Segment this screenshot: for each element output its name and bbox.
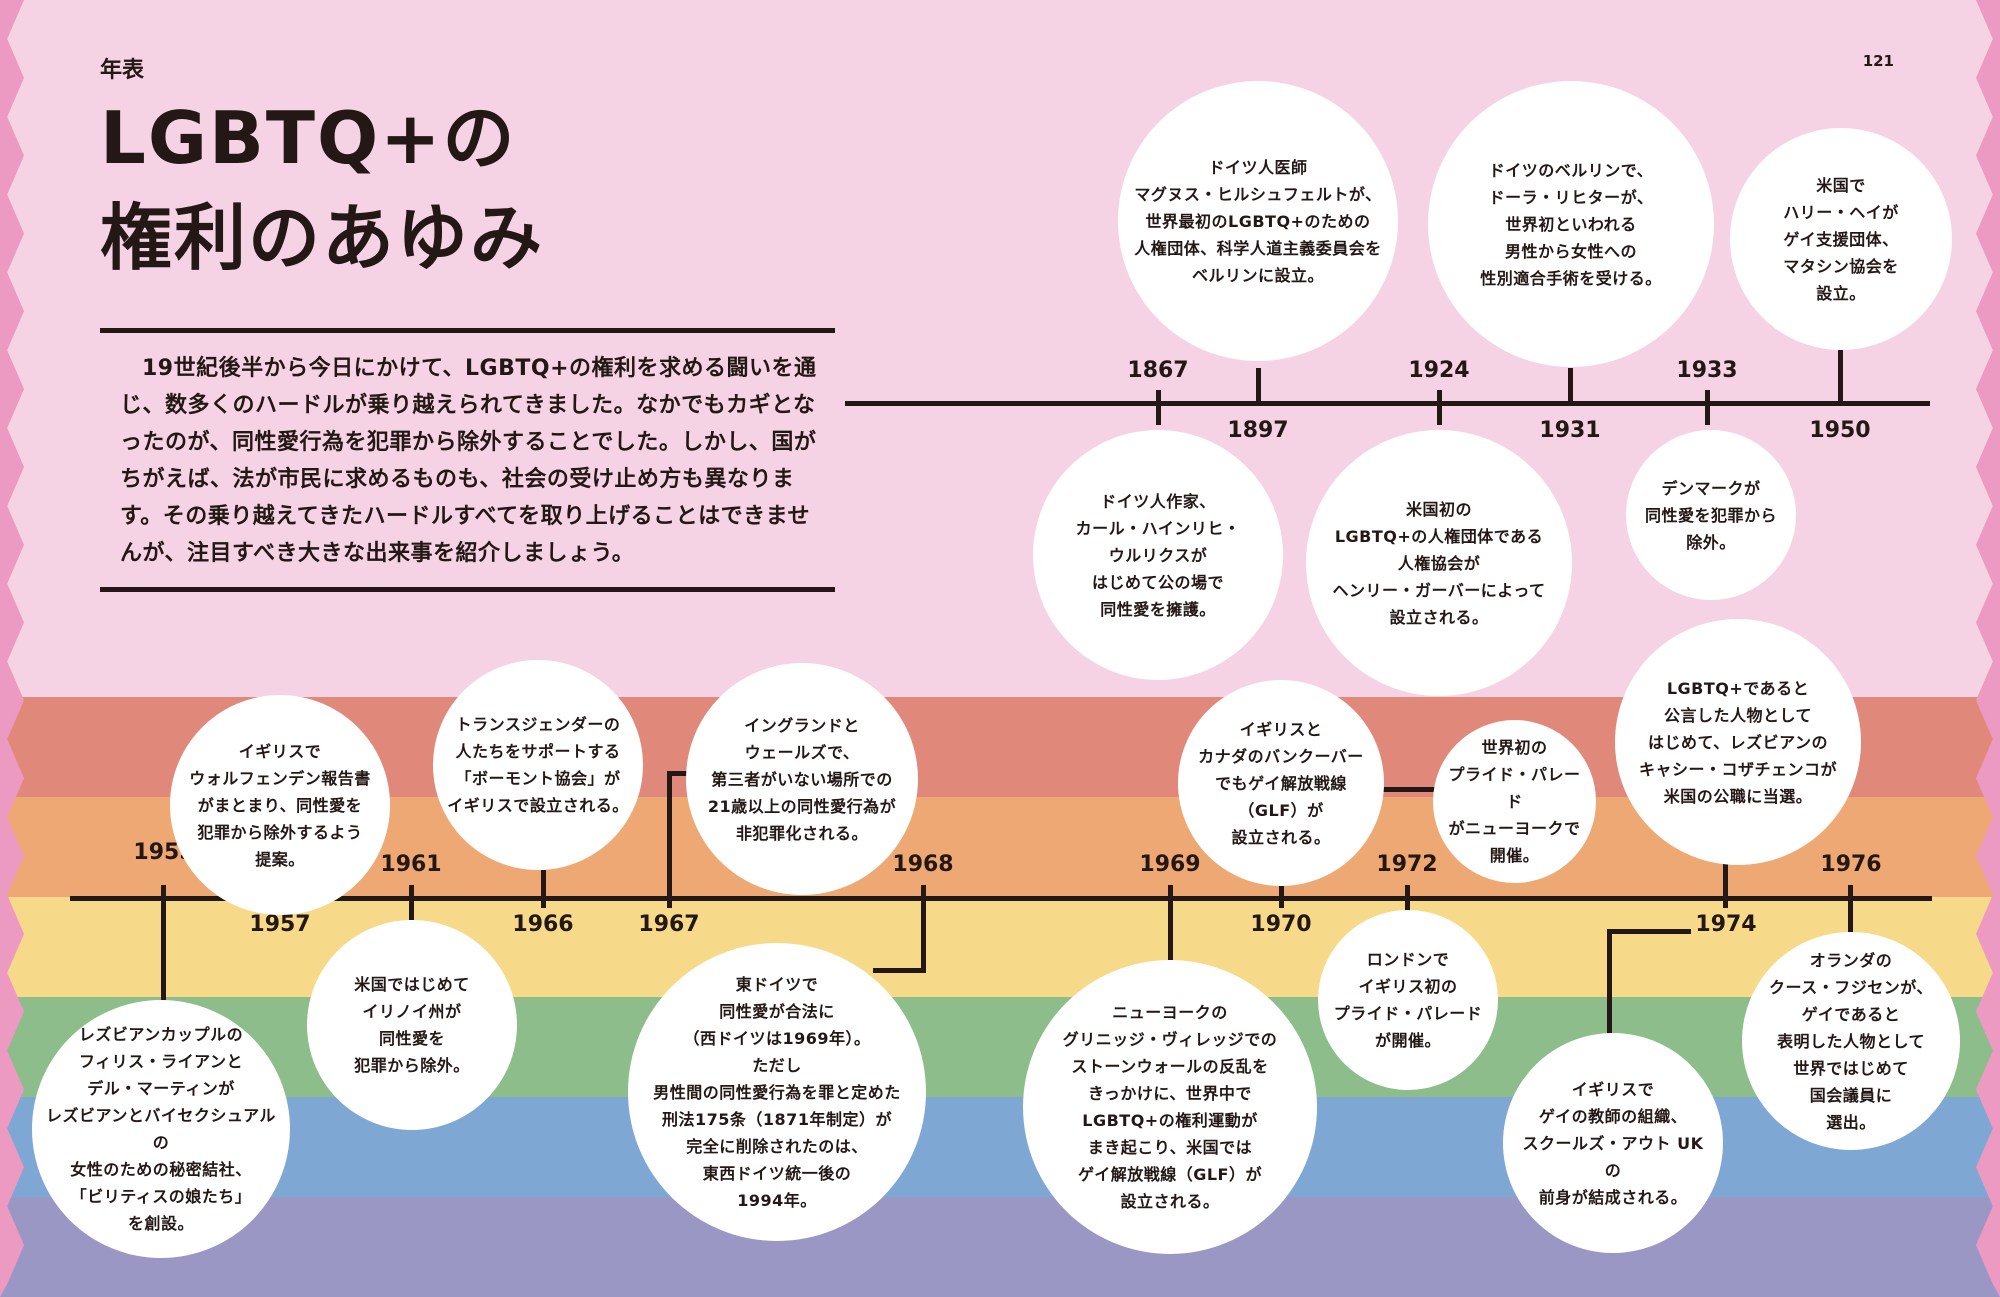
event-text: イギリスで ゲイの教師の組織、 スクールズ・アウト UKの 前身が結成される。	[1522, 1079, 1704, 1207]
event-text: LGBTQ+であると 公言した人物として はじめて、レズビアンの キャシー・コザ…	[1638, 678, 1837, 806]
tick-1970	[1279, 870, 1284, 908]
event-text: トランスジェンダーの 人たちをサポートする 「ボーモント協会」が イギリスで設立…	[447, 715, 629, 815]
timeline-axis-bottom	[70, 896, 1932, 901]
tick-1967	[667, 771, 672, 908]
event-text: 米国初の LGBTQ+の人権団体である 人権協会が ヘンリー・ガーバーによって …	[1332, 499, 1546, 627]
event-text: ドイツのベルリンで、 ドーラ・リヒターが、 世界初といわれる 男性から女性への …	[1480, 160, 1662, 288]
intro-top-rule	[100, 328, 835, 333]
tick-1931	[1568, 368, 1573, 406]
connector-1967	[667, 771, 693, 776]
tick-1961	[409, 885, 414, 920]
tick-1972	[1405, 885, 1410, 915]
year-label-1968: 1968	[892, 852, 954, 877]
tick-1933	[1705, 390, 1710, 425]
event-text: オランダの クース・フジセンが、 ゲイであると 表明した人物として 世界ではじめ…	[1769, 950, 1933, 1132]
band-purple	[0, 1197, 2000, 1297]
event-text: ドイツ人作家、 カール・ハインリヒ・ ウルリクスが はじめて公の場で 同性愛を擁…	[1075, 491, 1241, 619]
connector-1970	[1378, 787, 1438, 792]
connector-1968	[873, 968, 926, 973]
event-bubble-1867: ドイツ人作家、 カール・ハインリヒ・ ウルリクスが はじめて公の場で 同性愛を擁…	[1033, 430, 1283, 680]
tick-1924	[1437, 390, 1442, 425]
event-bubble-1972: ロンドンで イギリス初の プライド・パレード が開催。	[1318, 910, 1498, 1090]
event-text: デンマークが 同性愛を犯罪から 除外。	[1644, 478, 1777, 552]
event-bubble-1897: ドイツ人医師 マグヌス・ヒルシュフェルトが、 世界最初のLGBTQ+のための 人…	[1118, 81, 1398, 361]
tick-1867	[1156, 390, 1161, 425]
event-bubble-1967: イングランドと ウェールズで、 第三者がいない場所での 21歳以上の同性愛行為が…	[686, 663, 918, 895]
year-label-1931: 1931	[1539, 418, 1601, 443]
event-text: イギリスと カナダのバンクーバー でもゲイ解放戦線 （GLF）が 設立される。	[1198, 719, 1364, 847]
year-label-1966: 1966	[512, 912, 574, 937]
event-bubble-1970: イギリスと カナダのバンクーバー でもゲイ解放戦線 （GLF）が 設立される。	[1178, 680, 1384, 886]
event-bubble-1957: イギリスで ウォルフェンデン報告書 がまとまり、同性愛を 犯罪から除外するよう …	[170, 695, 390, 915]
year-label-1969: 1969	[1139, 852, 1201, 877]
tick-1976	[1848, 885, 1853, 945]
tick-1966	[541, 870, 546, 908]
event-bubble-1924: 米国初の LGBTQ+の人権団体である 人権協会が ヘンリー・ガーバーによって …	[1306, 430, 1572, 696]
year-label-1972: 1972	[1376, 852, 1438, 877]
intro-paragraph: 19世紀後半から今日にかけて、LGBTQ+の権利を求める闘いを通じ、数多くのハー…	[120, 356, 817, 566]
year-label-1933: 1933	[1676, 358, 1738, 383]
event-text: 米国ではじめて イリノイ州が 同性愛を 犯罪から除外。	[354, 975, 470, 1075]
year-label-1970: 1970	[1250, 912, 1312, 937]
connector-1974-down	[1607, 929, 1612, 1036]
timeline-axis-top	[845, 401, 1930, 406]
event-bubble-1974: LGBTQ+であると 公言した人物として はじめて、レズビアンの キャシー・コザ…	[1615, 619, 1861, 865]
tick-1968	[921, 885, 926, 973]
year-label-1950: 1950	[1809, 418, 1871, 443]
tick-1974	[1723, 860, 1728, 908]
event-bubble-1974b: イギリスで ゲイの教師の組織、 スクールズ・アウト UKの 前身が結成される。	[1503, 1033, 1723, 1253]
event-bubble-1955: レズビアンカップルの フィリス・ライアンと デル・マーティンが レズビアンとバイ…	[32, 1000, 290, 1258]
event-text: ロンドンで イギリス初の プライド・パレード が開催。	[1333, 950, 1483, 1050]
event-bubble-1950: 米国で ハリー・ヘイが ゲイ支援団体、 マタシン協会を 設立。	[1730, 128, 1952, 350]
year-label-1867: 1867	[1127, 358, 1189, 383]
year-label-1957: 1957	[249, 912, 311, 937]
event-bubble-1970b: 世界初の プライド・パレード がニューヨークで 開催。	[1433, 720, 1596, 883]
event-bubble-1933: デンマークが 同性愛を犯罪から 除外。	[1626, 430, 1796, 600]
event-bubble-1931: ドイツのベルリンで、 ドーラ・リヒターが、 世界初といわれる 男性から女性への …	[1428, 81, 1714, 367]
event-bubble-1968: 東ドイツで 同性愛が合法に （西ドイツは1969年）。 ただし 男性間の同性愛行…	[628, 943, 926, 1241]
year-label-1897: 1897	[1227, 418, 1289, 443]
event-text: レズビアンカップルの フィリス・ライアンと デル・マーティンが レズビアンとバイ…	[46, 1025, 276, 1233]
intro-bottom-rule	[100, 587, 835, 592]
section-label: 年表	[100, 58, 145, 83]
event-text: 米国で ハリー・ヘイが ゲイ支援団体、 マタシン協会を 設立。	[1783, 175, 1899, 303]
event-text: 東ドイツで 同性愛が合法に （西ドイツは1969年）。 ただし 男性間の同性愛行…	[653, 974, 901, 1210]
tick-1950	[1838, 346, 1843, 406]
year-label-1961: 1961	[380, 852, 442, 877]
event-text: ドイツ人医師 マグヌス・ヒルシュフェルトが、 世界最初のLGBTQ+のための 人…	[1134, 157, 1382, 285]
year-label-1967: 1967	[638, 912, 700, 937]
event-text: イギリスで ウォルフェンデン報告書 がまとまり、同性愛を 犯罪から除外するよう …	[189, 741, 371, 869]
connector-1974	[1607, 929, 1691, 934]
year-label-1976: 1976	[1820, 852, 1882, 877]
event-bubble-1969: ニューヨークの グリニッジ・ヴィレッジでの ストーンウォールの反乱を きっかけに…	[1023, 960, 1317, 1254]
tick-1897	[1256, 368, 1261, 406]
event-text: ニューヨークの グリニッジ・ヴィレッジでの ストーンウォールの反乱を きっかけに…	[1062, 1003, 1278, 1211]
page-number: 121	[1862, 52, 1894, 70]
year-label-1924: 1924	[1408, 358, 1470, 383]
event-bubble-1966: トランスジェンダーの 人たちをサポートする 「ボーモント協会」が イギリスで設立…	[433, 660, 643, 870]
year-label-1974: 1974	[1695, 912, 1757, 937]
event-bubble-1976: オランダの クース・フジセンが、 ゲイであると 表明した人物として 世界ではじめ…	[1742, 932, 1960, 1150]
tick-1955	[161, 885, 166, 1015]
event-bubble-1961: 米国ではじめて イリノイ州が 同性愛を 犯罪から除外。	[307, 920, 517, 1130]
event-text: 世界初の プライド・パレード がニューヨークで 開催。	[1448, 738, 1581, 865]
event-text: イングランドと ウェールズで、 第三者がいない場所での 21歳以上の同性愛行為が…	[707, 715, 897, 843]
page-title: LGBTQ+の 権利のあゆみ	[100, 96, 545, 280]
tick-1969	[1168, 885, 1173, 965]
